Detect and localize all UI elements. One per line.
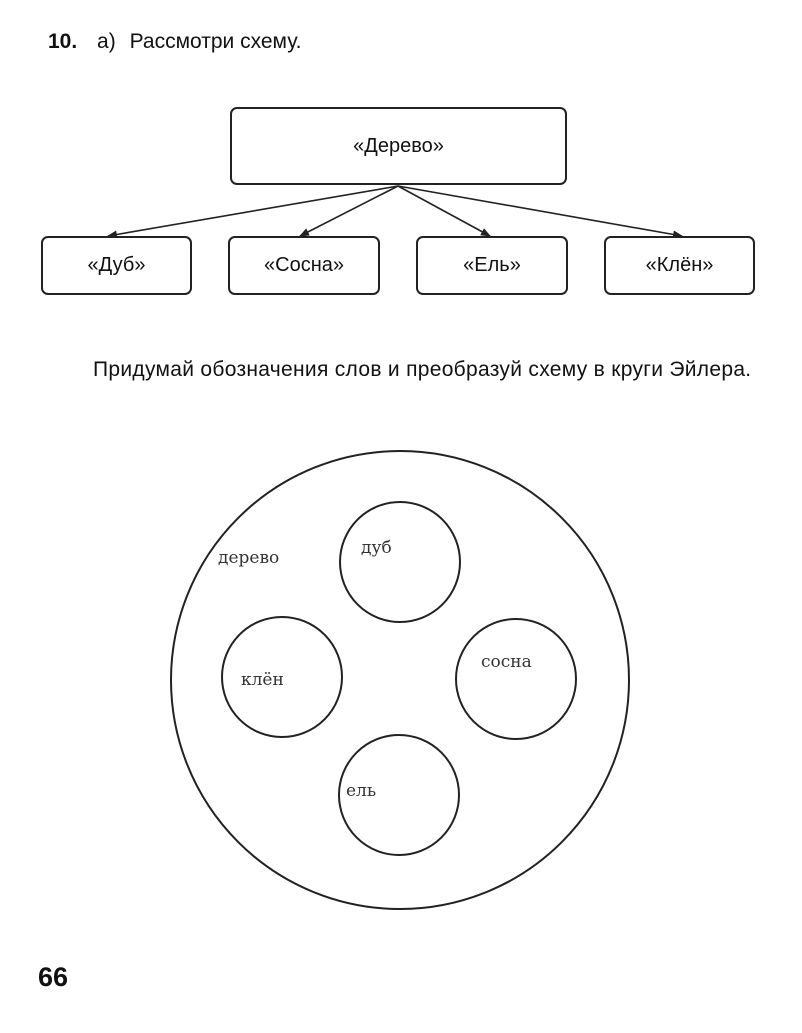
task-part-label: а) <box>97 30 116 53</box>
euler-circle-top <box>339 501 461 623</box>
scheme-arrows <box>107 185 683 239</box>
euler-label-right: сосна <box>481 652 532 672</box>
arrow-to-dub <box>107 185 399 239</box>
instruction-text: Придумай обозначения слов и преобразуй с… <box>93 358 752 381</box>
euler-outer-circle <box>170 450 630 910</box>
euler-label-left: клён <box>241 670 284 690</box>
scheme-child-box-el: «Ель» <box>416 236 568 295</box>
arrow-to-klen <box>397 185 683 239</box>
euler-diagram <box>170 450 630 910</box>
scheme-root-box: «Дерево» <box>230 107 567 185</box>
euler-circle-left <box>221 616 343 738</box>
task-prompt: Рассмотри схему. <box>129 30 302 53</box>
arrow-to-el <box>397 185 491 237</box>
scheme-child-box-klen: «Клён» <box>604 236 755 295</box>
arrow-to-sosna <box>299 185 399 237</box>
euler-label-bottom: ель <box>346 781 377 801</box>
euler-label-outer: дерево <box>218 548 280 568</box>
scheme-child-label: «Клён» <box>645 254 714 276</box>
scheme-child-label: «Сосна» <box>264 254 344 276</box>
scheme-root-label: «Дерево» <box>353 134 444 157</box>
euler-circle-bottom <box>338 734 460 856</box>
scheme-child-box-sosna: «Сосна» <box>228 236 380 295</box>
task-header: 10. а) Рассмотри схему. <box>48 30 301 54</box>
scheme-child-label: «Дуб» <box>87 254 146 276</box>
page-number: 66 <box>38 962 69 992</box>
task-number: 10. <box>48 30 78 53</box>
scheme-child-box-dub: «Дуб» <box>41 236 192 295</box>
scheme-child-label: «Ель» <box>463 254 521 276</box>
euler-circle-right <box>455 618 577 740</box>
euler-label-top: дуб <box>361 538 392 558</box>
